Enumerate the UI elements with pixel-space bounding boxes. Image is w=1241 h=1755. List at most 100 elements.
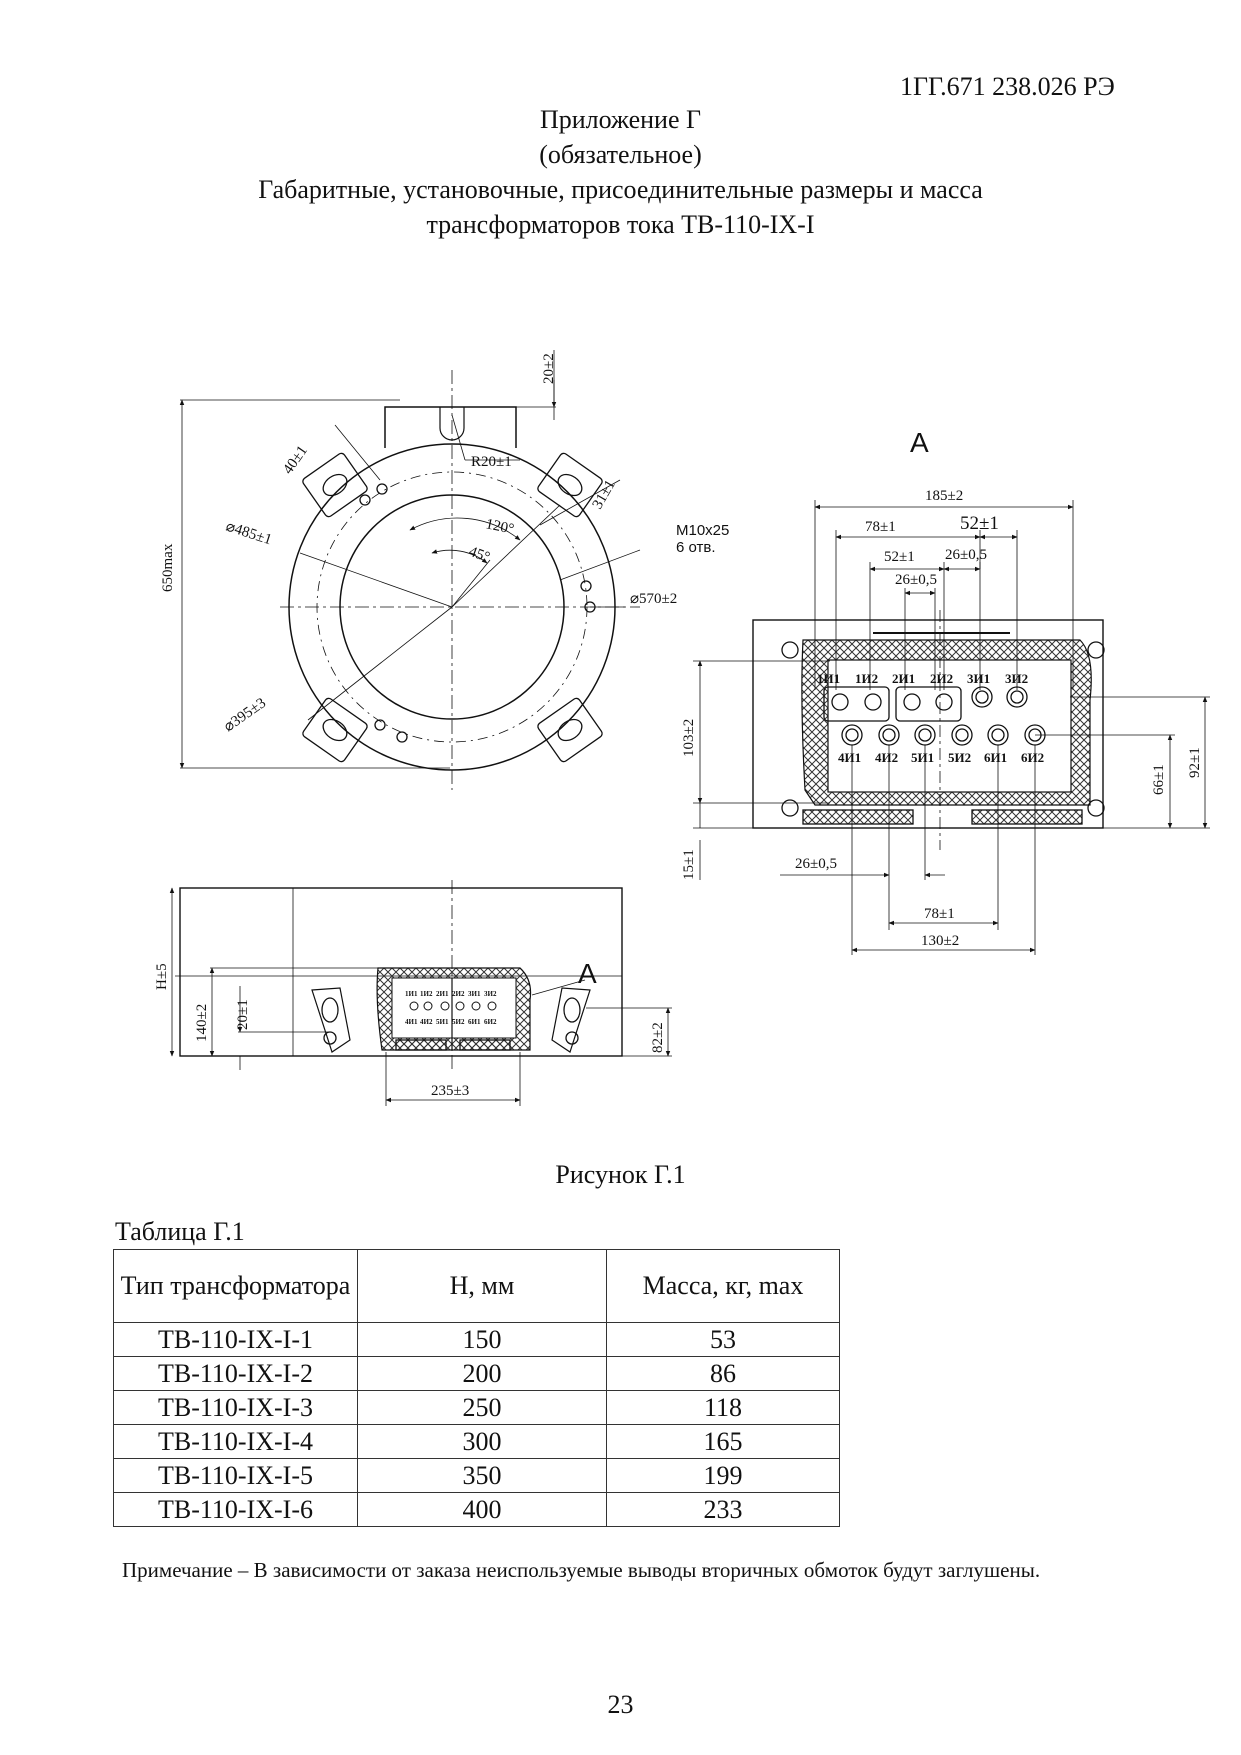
table-row: ТВ-110-IX-I-1 150 53 [113, 1322, 840, 1357]
side-view-labels: H±5 140±2 20±1 82±2 235±3 А 1И1 1И2 2И1 … [154, 958, 666, 1099]
svg-text:31±1: 31±1 [590, 477, 619, 512]
cell-type: ТВ-110-IX-I-1 [113, 1322, 358, 1357]
cell-mass: 86 [606, 1356, 840, 1391]
svg-text:1И1: 1И1 [817, 671, 840, 686]
cell-type: ТВ-110-IX-I-3 [113, 1390, 358, 1425]
svg-text:66±1: 66±1 [1151, 764, 1167, 795]
svg-text:78±1: 78±1 [865, 519, 896, 535]
appendix-status: (обязательное) [539, 140, 702, 169]
spec-table: Тип трансформатора H, мм Масса, кг, max … [113, 1249, 840, 1527]
svg-text:140±2: 140±2 [194, 1004, 210, 1042]
cell-h: 300 [357, 1424, 607, 1459]
svg-text:26±0,5: 26±0,5 [895, 572, 937, 588]
svg-text:15±1: 15±1 [681, 849, 697, 880]
svg-text:1И2: 1И2 [855, 671, 878, 686]
svg-text:⌀570±2: ⌀570±2 [630, 591, 677, 607]
table-row: ТВ-110-IX-I-3 250 118 [113, 1390, 840, 1425]
cell-type: ТВ-110-IX-I-2 [113, 1356, 358, 1391]
table-header-row: Тип трансформатора H, мм Масса, кг, max [113, 1249, 840, 1323]
document-code: 1ГГ.671 238.026 РЭ [900, 72, 1115, 101]
top-view-labels: 650max 20±2 R20±1 40±1 31±1 ⌀485±1 ⌀395±… [160, 353, 729, 735]
svg-text:4И1: 4И1 [405, 1018, 418, 1026]
svg-text:R20±1: R20±1 [471, 454, 512, 470]
svg-text:20±2: 20±2 [541, 353, 557, 384]
cell-mass: 118 [606, 1390, 840, 1425]
svg-text:А: А [910, 427, 929, 458]
cell-type: ТВ-110-IX-I-4 [113, 1424, 358, 1459]
side-view [169, 880, 672, 1106]
svg-text:4И2: 4И2 [875, 750, 898, 765]
svg-text:1И1: 1И1 [405, 990, 418, 998]
svg-text:2И2: 2И2 [930, 671, 953, 686]
svg-text:6И1: 6И1 [468, 1018, 481, 1026]
svg-text:20±1: 20±1 [235, 999, 251, 1030]
table-note: Примечание – В зависимости от заказа неи… [122, 1558, 1041, 1582]
svg-text:⌀395±3: ⌀395±3 [221, 695, 269, 735]
svg-text:650max: 650max [160, 543, 176, 592]
svg-text:26±0,5: 26±0,5 [795, 856, 837, 872]
svg-text:130±2: 130±2 [921, 933, 959, 949]
svg-text:5И2: 5И2 [948, 750, 971, 765]
svg-text:6 отв.: 6 отв. [676, 539, 716, 556]
cell-h: 350 [357, 1458, 607, 1493]
table-row: ТВ-110-IX-I-5 350 199 [113, 1458, 840, 1493]
svg-text:2И1: 2И1 [436, 990, 449, 998]
cell-h: 200 [357, 1356, 607, 1391]
cell-mass: 53 [606, 1322, 840, 1357]
view-a-labels: А 185±2 78±1 52±1 52±1 26±0,5 26±0,5 103… [681, 427, 1203, 949]
svg-text:103±2: 103±2 [681, 719, 697, 757]
svg-text:5И1: 5И1 [436, 1018, 449, 1026]
svg-text:M10x25: M10x25 [676, 522, 729, 539]
svg-text:52±1: 52±1 [884, 549, 915, 565]
svg-text:⌀485±1: ⌀485±1 [224, 519, 274, 549]
header-mass: Масса, кг, max [606, 1249, 840, 1323]
header-h: H, мм [357, 1249, 607, 1323]
cell-h: 250 [357, 1390, 607, 1425]
svg-text:2И1: 2И1 [892, 671, 915, 686]
appendix-heading-line2: трансформаторов тока ТВ-110-IX-I [426, 210, 815, 239]
cell-mass: 233 [606, 1492, 840, 1527]
page-number: 23 [607, 1690, 634, 1719]
top-view [179, 350, 641, 790]
svg-text:40±1: 40±1 [280, 443, 311, 477]
svg-text:4И2: 4И2 [420, 1018, 433, 1026]
svg-text:235±3: 235±3 [431, 1083, 469, 1099]
appendix-title: Приложение Г [539, 105, 702, 134]
svg-text:45°: 45° [467, 544, 492, 566]
svg-text:26±0,5: 26±0,5 [945, 547, 987, 563]
cell-h: 150 [357, 1322, 607, 1357]
figure-caption: Рисунок Г.1 [555, 1160, 686, 1189]
svg-text:4И1: 4И1 [838, 750, 861, 765]
cell-mass: 165 [606, 1424, 840, 1459]
svg-text:А: А [578, 958, 597, 989]
cell-type: ТВ-110-IX-I-6 [113, 1492, 358, 1527]
svg-text:6И1: 6И1 [984, 750, 1007, 765]
svg-text:1И2: 1И2 [420, 990, 433, 998]
svg-text:3И1: 3И1 [468, 990, 481, 998]
svg-text:52±1: 52±1 [960, 513, 999, 534]
cell-type: ТВ-110-IX-I-5 [113, 1458, 358, 1493]
svg-text:3И1: 3И1 [967, 671, 990, 686]
svg-text:92±1: 92±1 [1187, 747, 1203, 778]
view-a [693, 500, 1210, 955]
svg-text:185±2: 185±2 [925, 488, 963, 504]
svg-text:H±5: H±5 [154, 963, 170, 990]
svg-text:2И2: 2И2 [452, 990, 465, 998]
table-row: ТВ-110-IX-I-2 200 86 [113, 1356, 840, 1391]
svg-text:5И2: 5И2 [452, 1018, 465, 1026]
technical-drawing: 650max 20±2 R20±1 40±1 31±1 ⌀485±1 ⌀395±… [154, 350, 1210, 1106]
svg-text:82±2: 82±2 [650, 1022, 666, 1053]
svg-text:6И2: 6И2 [484, 1018, 497, 1026]
svg-text:3И2: 3И2 [1005, 671, 1028, 686]
svg-text:78±1: 78±1 [924, 906, 955, 922]
cell-h: 400 [357, 1492, 607, 1527]
svg-text:6И2: 6И2 [1021, 750, 1044, 765]
svg-text:120°: 120° [484, 516, 515, 538]
table-row: ТВ-110-IX-I-6 400 233 [113, 1492, 840, 1527]
cell-mass: 199 [606, 1458, 840, 1493]
appendix-heading-line1: Габаритные, установочные, присоединитель… [258, 175, 983, 204]
table-row: ТВ-110-IX-I-4 300 165 [113, 1424, 840, 1459]
header-type: Тип трансформатора [113, 1249, 358, 1323]
table-title: Таблица Г.1 [115, 1217, 245, 1246]
svg-text:3И2: 3И2 [484, 990, 497, 998]
